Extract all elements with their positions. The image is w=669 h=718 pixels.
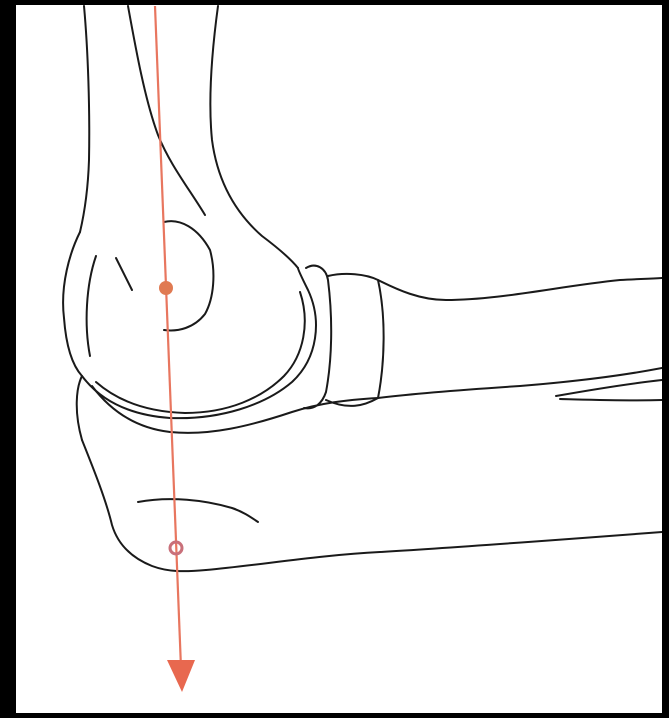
ulna-shaft-bottom [206, 532, 662, 570]
ulna-olecranon-notch [92, 386, 378, 433]
axis-arrowhead [167, 660, 195, 692]
axis-group [155, 6, 195, 692]
fossa-mark [116, 258, 132, 290]
upper-axis-marker [159, 281, 173, 295]
forearm-line-lower [560, 399, 662, 400]
humerus-shaft-left-edge [80, 6, 89, 232]
radius-shaft-top [378, 278, 662, 300]
bone-outlines [63, 6, 662, 571]
olecranon-curve [138, 499, 258, 522]
diagram-panel [16, 5, 662, 713]
ulna-top [77, 376, 82, 440]
elbow-bones-diagram [16, 5, 662, 713]
olecranon-fossa [164, 221, 213, 330]
ulna-olecranon [82, 440, 206, 571]
epicondyle-inner-curve [87, 256, 96, 356]
radial-head-right [326, 274, 384, 406]
radius-shaft-bottom [378, 368, 662, 398]
medial-epicondyle [63, 232, 82, 376]
humerus-inner-line [128, 6, 205, 215]
humerus-shaft-right-edge [210, 6, 298, 268]
radius-ulna-line [556, 380, 662, 396]
radial-head [304, 266, 331, 409]
